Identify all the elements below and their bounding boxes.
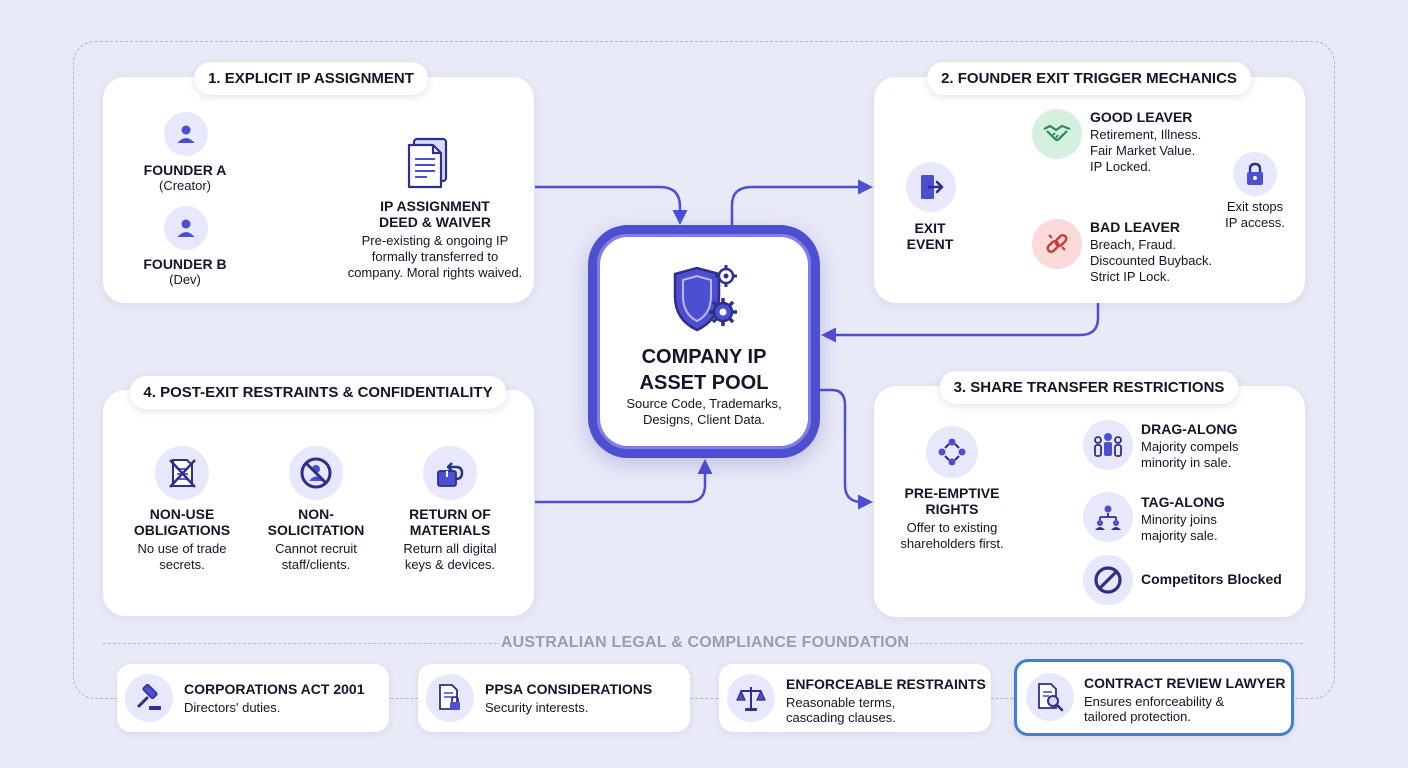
user-icon xyxy=(177,125,195,143)
handshake-icon xyxy=(1032,109,1082,159)
no-document-icon xyxy=(155,446,209,500)
card-enforceable-restraints: ENFORCEABLE RESTRAINTS Reasonable terms,… xyxy=(719,664,991,732)
broken-chain-icon xyxy=(1032,219,1082,269)
founder-b-label: FOUNDER B(Dev) xyxy=(143,256,227,287)
card-corporations-act: CORPORATIONS ACT 2001 Directors' duties. xyxy=(117,664,389,732)
ppsa-title: PPSA CONSIDERATIONS xyxy=(485,681,653,697)
group-icon xyxy=(1083,420,1133,470)
panel-founder-exit-title: 2. FOUNDER EXIT TRIGGER MECHANICS xyxy=(927,62,1251,95)
document-icon xyxy=(402,137,454,189)
no-person-icon xyxy=(289,446,343,500)
prohibited-icon xyxy=(1083,555,1133,605)
card-ppsa: PPSA CONSIDERATIONS Security interests. xyxy=(418,664,690,732)
foundation-label: AUSTRALIAN LEGAL & COMPLIANCE FOUNDATION xyxy=(500,634,910,652)
exit-door-icon xyxy=(906,162,956,212)
panel-share-transfer-title: 3. SHARE TRANSFER RESTRICTIONS xyxy=(939,371,1239,404)
panel-post-exit-title: 4. POST-EXIT RESTRAINTS & CONFIDENTIALIT… xyxy=(129,376,507,409)
lawyer-desc: Ensures enforceability &tailored protect… xyxy=(1084,694,1225,724)
center-subtitle: Source Code, Trademarks,Designs, Client … xyxy=(626,396,782,427)
enforceable-restraints-title: ENFORCEABLE RESTRAINTS xyxy=(786,676,986,692)
founder-a-avatar xyxy=(164,112,208,156)
user-icon xyxy=(177,219,195,237)
padlock-icon xyxy=(1233,152,1277,196)
return-box-icon xyxy=(423,446,477,500)
bad-leaver-text: BAD LEAVER Breach, Fraud.Discounted Buyb… xyxy=(1090,219,1213,284)
lawyer-title: CONTRACT REVIEW LAWYER xyxy=(1084,675,1286,691)
corporations-act-desc: Directors' duties. xyxy=(184,700,281,715)
document-lock-icon xyxy=(426,674,474,722)
network-arrows-icon xyxy=(926,426,978,478)
shield-gears-icon xyxy=(667,264,747,341)
founder-a-label: FOUNDER A(Creator) xyxy=(143,162,227,193)
founder-b-avatar xyxy=(164,206,208,250)
corporations-act-title: CORPORATIONS ACT 2001 xyxy=(184,681,365,697)
hierarchy-icon xyxy=(1083,492,1133,542)
diagram-frame xyxy=(73,41,1335,699)
good-leaver-text: GOOD LEAVER Retirement, Illness.Fair Mar… xyxy=(1090,109,1202,174)
document-search-icon xyxy=(1026,673,1074,721)
panel-post-exit xyxy=(103,390,534,616)
card-contract-review-lawyer: CONTRACT REVIEW LAWYER Ensures enforceab… xyxy=(1014,659,1294,736)
ppsa-desc: Security interests. xyxy=(485,700,589,715)
gavel-icon xyxy=(125,674,173,722)
panel-ip-assignment-title: 1. EXPLICIT IP ASSIGNMENT xyxy=(194,62,428,95)
competitors-blocked-text: Competitors Blocked xyxy=(1141,571,1282,587)
scales-icon xyxy=(727,674,775,722)
enforceable-restraints-desc: Reasonable terms,cascading clauses. xyxy=(786,695,896,725)
